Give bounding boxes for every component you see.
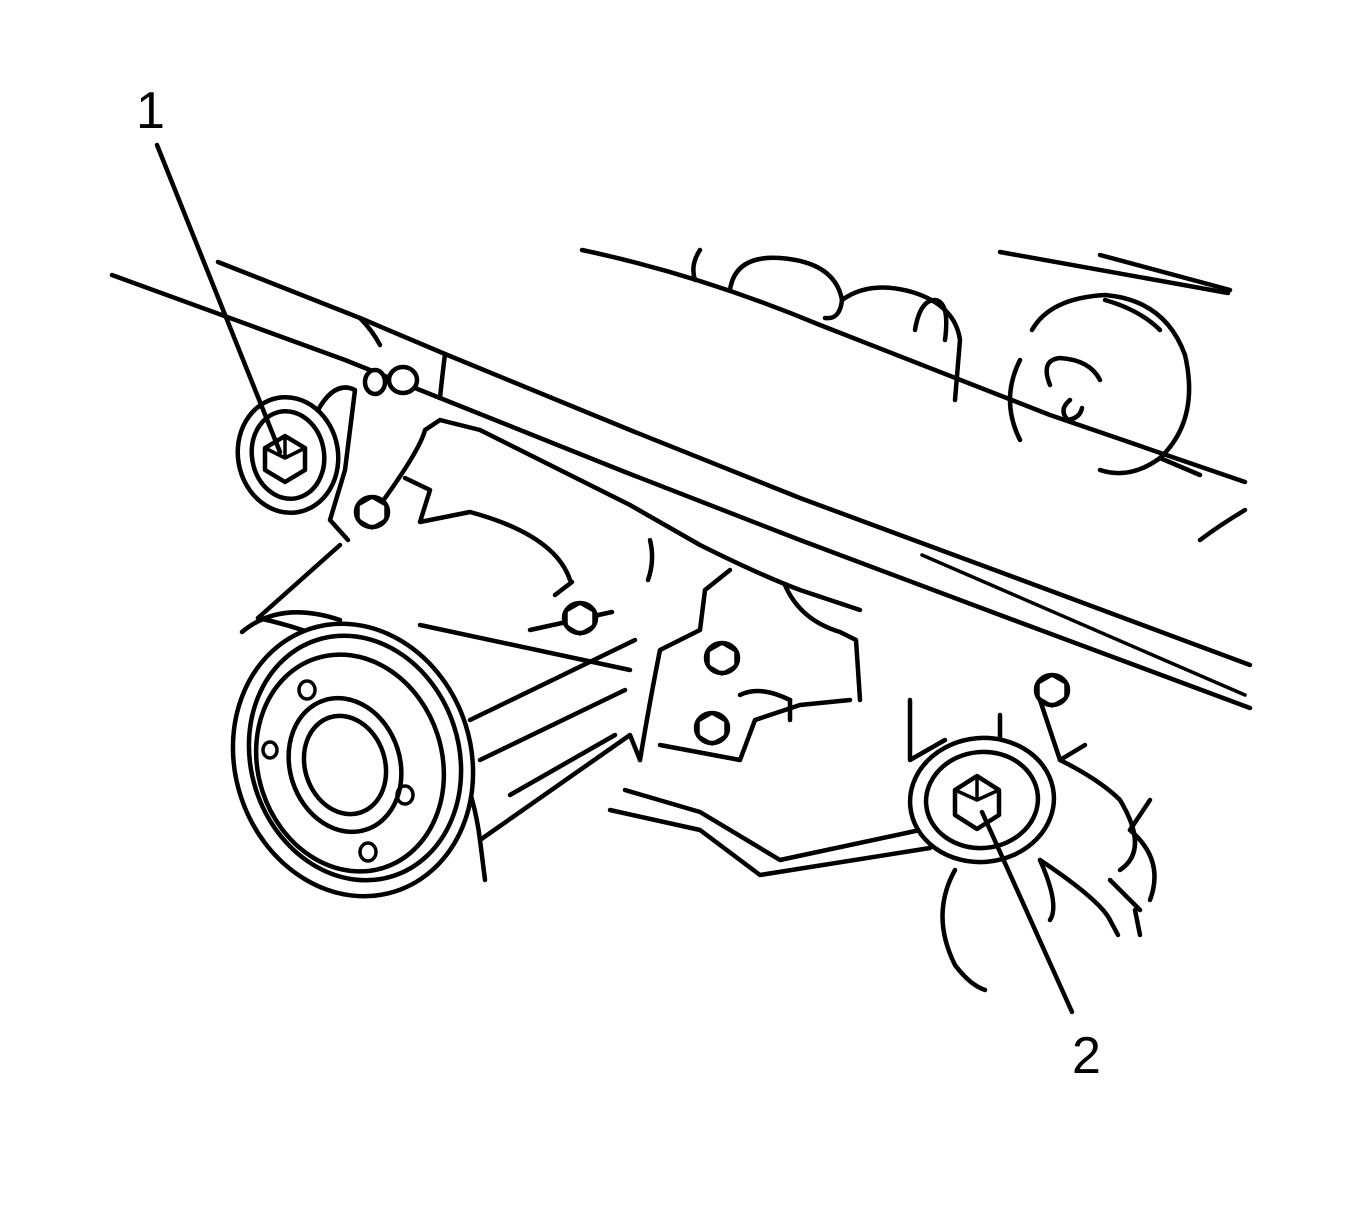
bolt-icon bbox=[952, 773, 1002, 832]
left-mount bbox=[235, 385, 358, 543]
bolt-icon bbox=[1033, 672, 1071, 708]
frame-rails bbox=[109, 247, 1253, 711]
leader-line-2 bbox=[979, 809, 1075, 1015]
bolt-icon bbox=[362, 367, 388, 397]
output-flange bbox=[230, 610, 476, 899]
callout-2: 2 bbox=[1072, 1027, 1101, 1085]
bolt-icon bbox=[262, 433, 308, 485]
upper-components bbox=[691, 247, 1248, 543]
housing-bolts bbox=[353, 364, 1071, 746]
bolt-icon bbox=[561, 600, 599, 636]
right-mount bbox=[907, 697, 1157, 993]
callout-1: 1 bbox=[136, 82, 165, 140]
bolt-icon bbox=[703, 640, 741, 676]
leader-line-1 bbox=[154, 142, 283, 455]
bolt-icon bbox=[693, 710, 731, 746]
bolt-icon bbox=[353, 494, 391, 530]
bolt-icon bbox=[386, 364, 420, 396]
